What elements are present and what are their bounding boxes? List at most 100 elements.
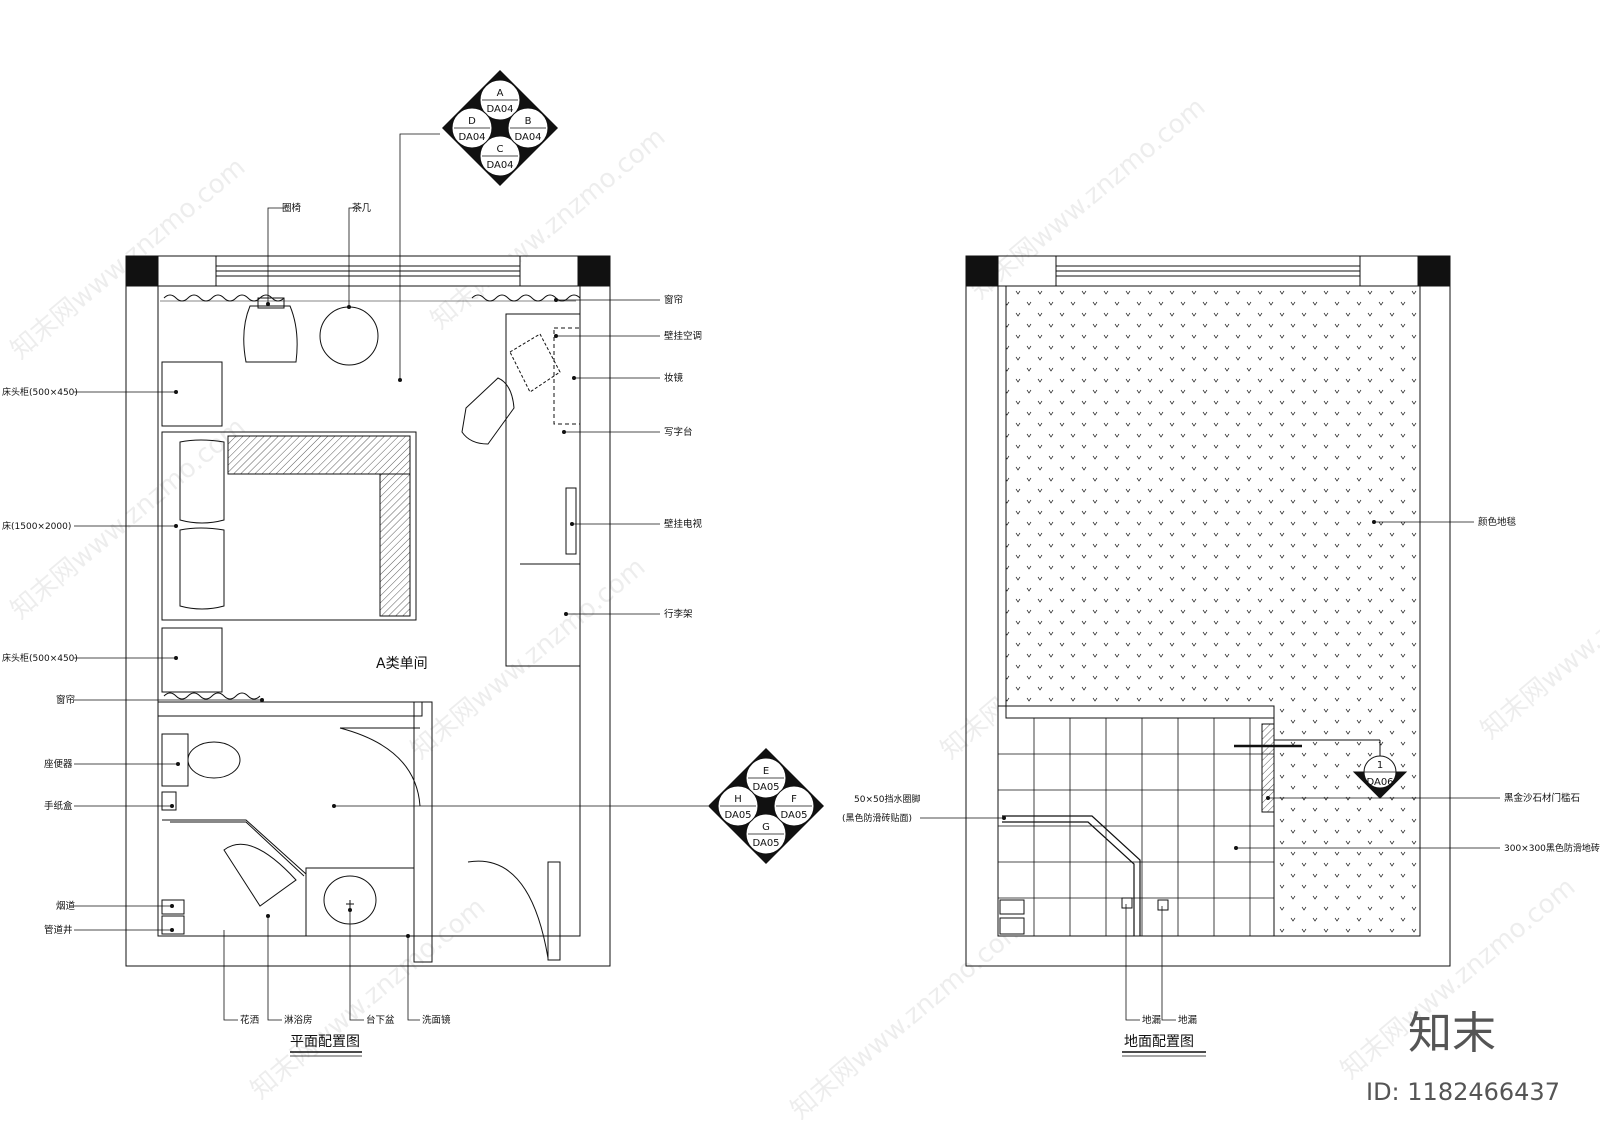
entry-door xyxy=(467,860,549,959)
column xyxy=(965,255,999,287)
plan-view xyxy=(125,255,611,967)
watermark-text: 知末网www.znzmo.com xyxy=(245,892,491,1105)
svg-text:E: E xyxy=(763,766,769,777)
label-mirror: 妆镜 xyxy=(664,372,684,384)
floor-leader-dots xyxy=(1002,520,1376,850)
tile-grid xyxy=(998,718,1274,936)
label-armchair: 圈椅 xyxy=(282,202,302,214)
watermark-text: 知末网www.znzmo.com xyxy=(5,412,251,625)
svg-text:G: G xyxy=(762,822,770,833)
svg-text:DA06: DA06 xyxy=(1366,777,1393,788)
label-flue: 烟道 xyxy=(56,900,76,912)
shower-curb xyxy=(1002,815,1141,936)
bathroom-wall xyxy=(157,701,423,717)
pipe-shaft xyxy=(161,915,185,935)
label-nightstand: 床头柜(500×450) xyxy=(2,386,78,398)
plan-labels: 圈椅 茶几 窗帘 壁挂空调 妆镜 写字台 壁挂电视 行李架 床头柜(500×45… xyxy=(2,202,703,1050)
svg-text:DA05: DA05 xyxy=(780,810,807,821)
floor-title: 地面配置图 xyxy=(1124,1034,1194,1050)
label-toilet: 座便器 xyxy=(44,758,73,770)
bed xyxy=(161,431,417,621)
plan-leaders xyxy=(74,133,708,1057)
label-shower: 花洒 xyxy=(240,1014,260,1026)
floor-drain xyxy=(1121,897,1133,909)
label-tv: 壁挂电视 xyxy=(664,518,703,530)
svg-text:1: 1 xyxy=(1377,760,1383,771)
toilet-bowl xyxy=(187,741,241,779)
label-curtain: 窗帘 xyxy=(664,294,683,306)
detail-symbol-1 xyxy=(1352,755,1408,799)
column xyxy=(577,255,611,287)
label-shower-room: 淋浴房 xyxy=(284,1014,313,1026)
column xyxy=(1417,255,1451,287)
index-symbol-e-h: E DA05 G DA05 H DA05 F DA05 xyxy=(708,748,824,864)
floor-labels: 颜色地毯 黑金沙石材门槛石 300×300黑色防滑地砖 50×50挡水圈脚 (黑… xyxy=(842,516,1600,1050)
leader-dots xyxy=(170,298,576,938)
toilet-tank xyxy=(161,733,189,787)
brand-name: 知末 xyxy=(1408,1008,1496,1059)
label-luggage: 行李架 xyxy=(664,608,693,620)
label-baseboard-finish: (黑色防滑砖贴面) xyxy=(842,812,912,824)
label-curtain-left: 窗帘 xyxy=(56,694,75,706)
label-carpet: 颜色地毯 xyxy=(1478,516,1517,528)
mirror xyxy=(553,327,581,425)
armchair xyxy=(243,305,298,363)
label-pipe-shaft: 管道井 xyxy=(44,924,73,936)
svg-text:A: A xyxy=(497,88,504,99)
curtain-top xyxy=(163,294,581,302)
detail-symbol-text: 1 DA06 xyxy=(1366,760,1393,788)
curtain-left xyxy=(163,692,261,700)
svg-text:D: D xyxy=(468,116,476,127)
nightstand xyxy=(161,361,223,427)
floor-view xyxy=(965,255,1451,967)
brand-id: ID: 1182466437 xyxy=(1366,1078,1560,1106)
label-threshold: 黑金沙石材门槛石 xyxy=(1504,792,1580,804)
svg-text:DA04: DA04 xyxy=(486,104,513,115)
svg-text:DA04: DA04 xyxy=(486,160,513,171)
inner-wall xyxy=(157,285,581,937)
label-drain: 地漏 xyxy=(1178,1014,1197,1026)
floor-drain xyxy=(1157,899,1169,911)
flue xyxy=(161,899,185,915)
svg-text:B: B xyxy=(525,116,532,127)
carpet-area xyxy=(1276,706,1420,936)
desk-counter xyxy=(505,313,581,667)
watermark-text: 知末网www.znzmo.com xyxy=(425,122,671,335)
svg-text:H: H xyxy=(734,794,742,805)
index-symbol-a-d: A DA04 C DA04 D DA04 B DA04 xyxy=(442,70,558,186)
svg-text:DA05: DA05 xyxy=(724,810,751,821)
wall-tv xyxy=(565,487,577,555)
watermark-text: 知末网www.znzmo.com xyxy=(1475,532,1600,745)
svg-text:DA05: DA05 xyxy=(752,782,779,793)
svg-text:C: C xyxy=(497,144,504,155)
tile-area xyxy=(997,705,1275,937)
svg-text:F: F xyxy=(791,794,797,805)
column xyxy=(125,255,159,287)
label-tile: 300×300黑色防滑地砖 xyxy=(1504,842,1600,854)
brand-watermark: 知末 ID: 1182466437 xyxy=(1366,1008,1560,1106)
nightstand xyxy=(161,627,223,693)
desk-chair xyxy=(461,377,515,445)
watermark-text: 知末网www.znzmo.com xyxy=(785,912,1031,1125)
vanity xyxy=(305,867,415,937)
bathroom-door xyxy=(339,727,421,807)
room-name: A类单间 xyxy=(376,656,428,672)
watermark-text: 知末网www.znzmo.com xyxy=(405,552,651,765)
label-drain: 地漏 xyxy=(1142,1014,1161,1026)
label-desk: 写字台 xyxy=(664,426,693,438)
floor-leaders xyxy=(920,521,1500,1057)
label-ac: 壁挂空调 xyxy=(664,330,702,342)
label-tea-table: 茶几 xyxy=(352,202,372,214)
label-baseboard: 50×50挡水圈脚 xyxy=(854,793,920,805)
label-nightstand: 床头柜(500×450) xyxy=(2,652,78,664)
svg-text:DA05: DA05 xyxy=(752,838,779,849)
label-basin: 台下盆 xyxy=(366,1014,395,1026)
carpet-area xyxy=(1006,286,1420,706)
svg-text:DA04: DA04 xyxy=(458,132,485,143)
label-paper-box: 手纸盒 xyxy=(44,800,73,812)
tea-table xyxy=(319,306,379,366)
paper-box xyxy=(161,791,177,811)
label-bed: 床(1500×2000) xyxy=(2,520,71,532)
plan-title: 平面配置图 xyxy=(290,1034,360,1050)
